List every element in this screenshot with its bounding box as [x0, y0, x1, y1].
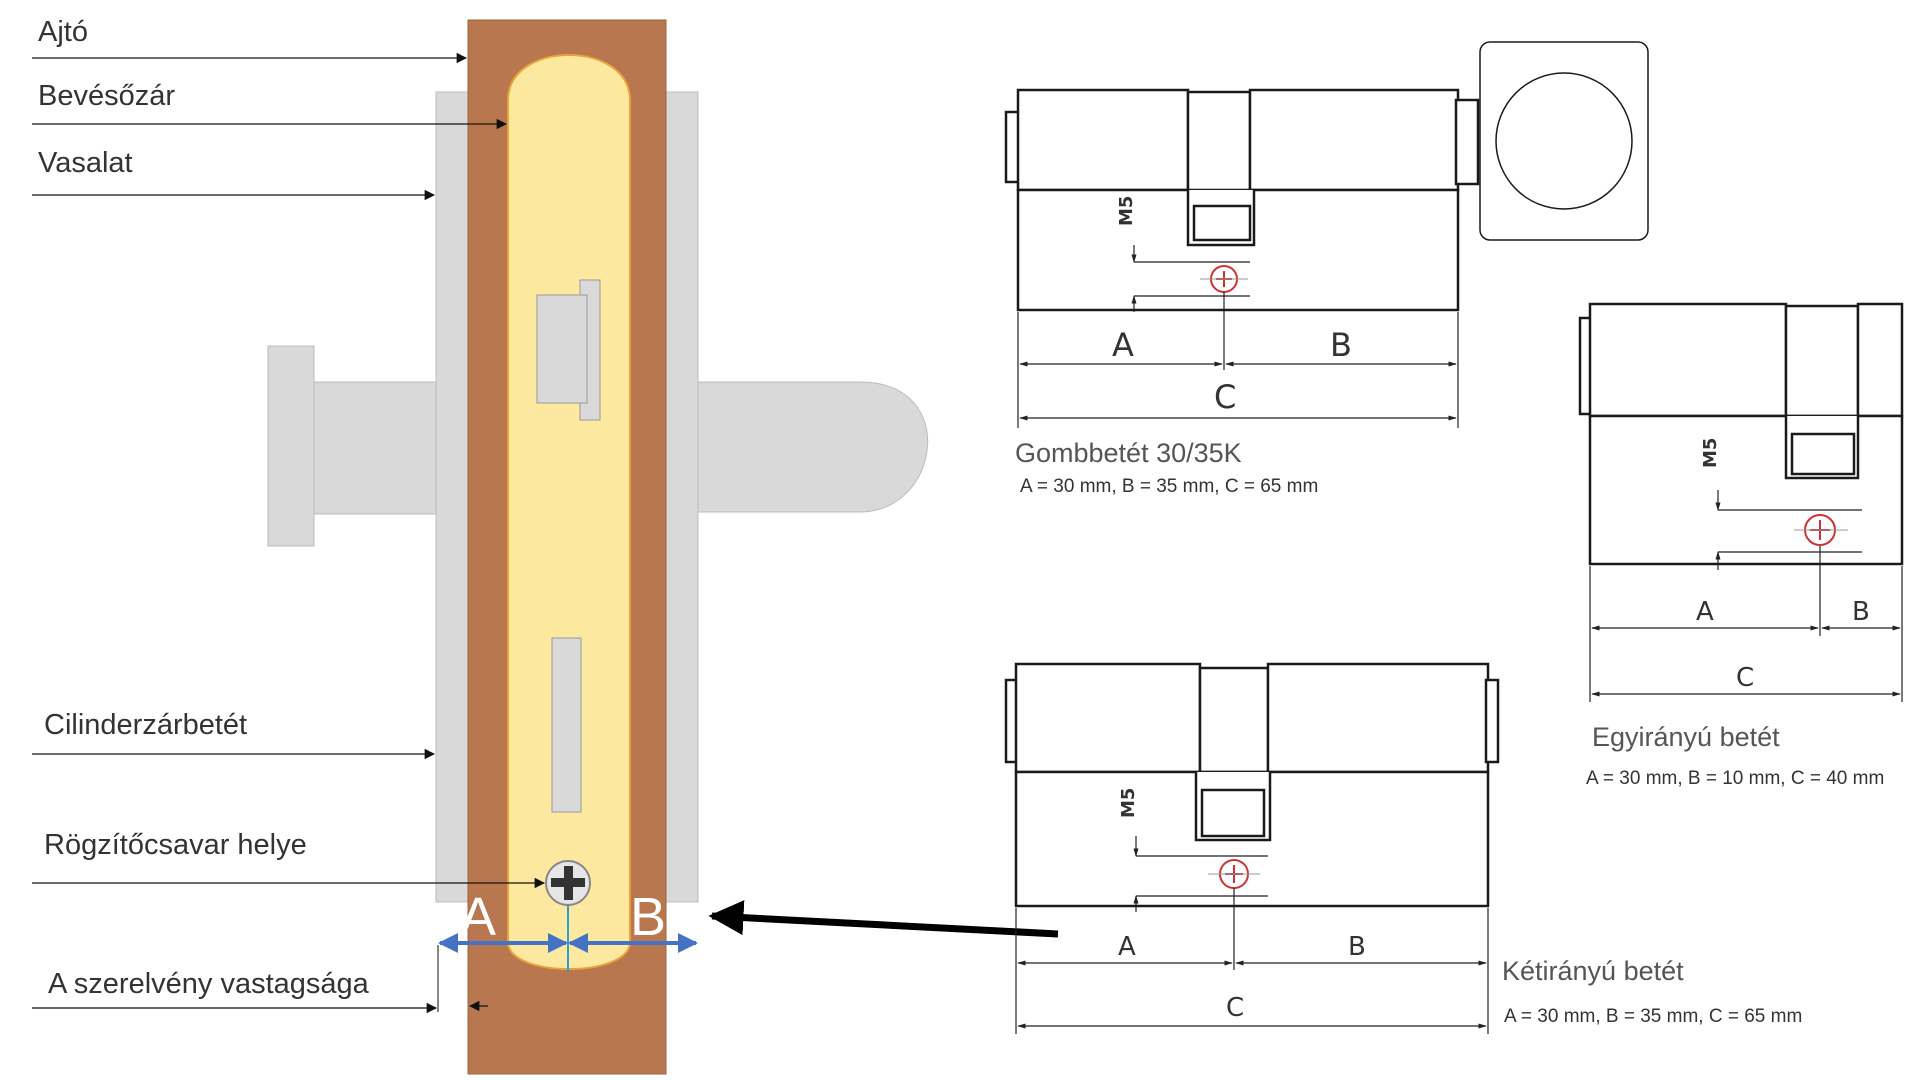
knob-cylinder-spec: A = 30 mm, B = 35 mm, C = 65 mm	[1020, 476, 1318, 497]
double-cylinder-drawing: M5 A B C	[1004, 662, 1500, 1034]
hardware-plate-left	[435, 91, 471, 903]
latch	[536, 294, 588, 404]
single-dim-a: A	[1696, 597, 1714, 627]
single-cylinder-title: Egyirányú betét	[1592, 722, 1780, 752]
knob-dim-b: B	[1330, 326, 1352, 364]
callout-mortise-lock-label: Bevésőzár	[38, 80, 175, 112]
double-m5-label: M5	[1118, 788, 1139, 818]
single-center-mark-icon	[1794, 514, 1848, 546]
single-dim-b: B	[1852, 597, 1870, 627]
single-cylinder-drawing: M5 A B C	[1578, 302, 1904, 702]
callout-hardware-label: Vasalat	[38, 147, 133, 179]
single-dim-c: C	[1736, 663, 1754, 693]
callouts: Ajtó Bevésőzár Vasalat Cilinderzárbetét …	[32, 16, 546, 1014]
measure-label-a: A	[460, 887, 496, 947]
cylinder-slot	[551, 637, 582, 813]
fixing-screw-icon	[545, 860, 591, 906]
callout-screw-label: Rögzítőcsavar helye	[44, 829, 307, 861]
measure-label-b: B	[630, 887, 666, 947]
lever-rose	[267, 345, 315, 547]
double-cylinder-spec: A = 30 mm, B = 35 mm, C = 65 mm	[1504, 1006, 1802, 1027]
double-dim-c: C	[1226, 993, 1244, 1023]
door-cross-section: A B	[267, 19, 928, 1075]
pointer-arrow	[708, 900, 1059, 938]
callout-thickness-label: A szerelvény vastagsága	[48, 968, 370, 1000]
knob-dim-a: A	[1112, 326, 1134, 364]
hardware-plate-right	[663, 91, 699, 903]
callout-door-label: Ajtó	[38, 16, 88, 48]
lever-shaft-left	[313, 381, 437, 515]
single-m5-label: M5	[1700, 438, 1721, 468]
mortise-lock-body	[507, 54, 631, 970]
double-dim-b: B	[1348, 932, 1366, 962]
single-cylinder-spec: A = 30 mm, B = 10 mm, C = 40 mm	[1586, 768, 1884, 789]
knob-cylinder-drawing: M5 A B C	[1004, 41, 1649, 428]
knob-cylinder-title: Gombbetét 30/35K	[1015, 438, 1242, 468]
callout-cylinder-label: Cilinderzárbetét	[44, 709, 247, 741]
double-dim-a: A	[1118, 932, 1136, 962]
double-cylinder-title: Kétirányú betét	[1502, 956, 1684, 986]
knob-m5-label: M5	[1116, 196, 1137, 226]
lever-handle-right	[697, 381, 928, 513]
knob-dim-c: C	[1214, 378, 1236, 416]
knob-center-mark-icon	[1200, 265, 1248, 293]
